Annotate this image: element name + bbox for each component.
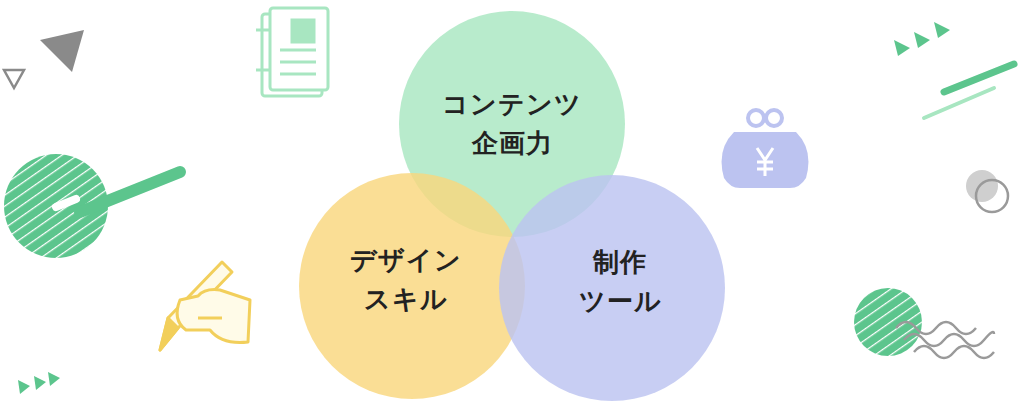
triangle [18,380,30,394]
bar [56,199,76,207]
notebook-icon [256,8,328,96]
circle-label: デザイン スキル [350,241,462,319]
circle-fill [499,175,725,401]
triangle [894,40,910,56]
circle-label: 制作 ツール [579,243,662,321]
circle [966,170,998,202]
circle-fill [299,173,525,399]
circle [976,180,1008,212]
circle-label: コンテンツ 企画力 [442,85,582,163]
triangle [934,22,950,38]
pencil-hand [160,262,250,350]
venn-circle: デザイン スキル [299,173,525,399]
venn-circle: 制作 ツール [499,175,725,401]
triangle [4,70,24,88]
hatched-circle [854,288,922,356]
triangle [34,376,46,390]
bar [944,64,1014,92]
triangle [40,30,84,72]
bar [80,172,180,212]
triangle [914,32,930,48]
wavy-lines [896,322,994,358]
bar [924,88,994,118]
triangle [48,372,60,386]
purse-icon [722,110,809,188]
